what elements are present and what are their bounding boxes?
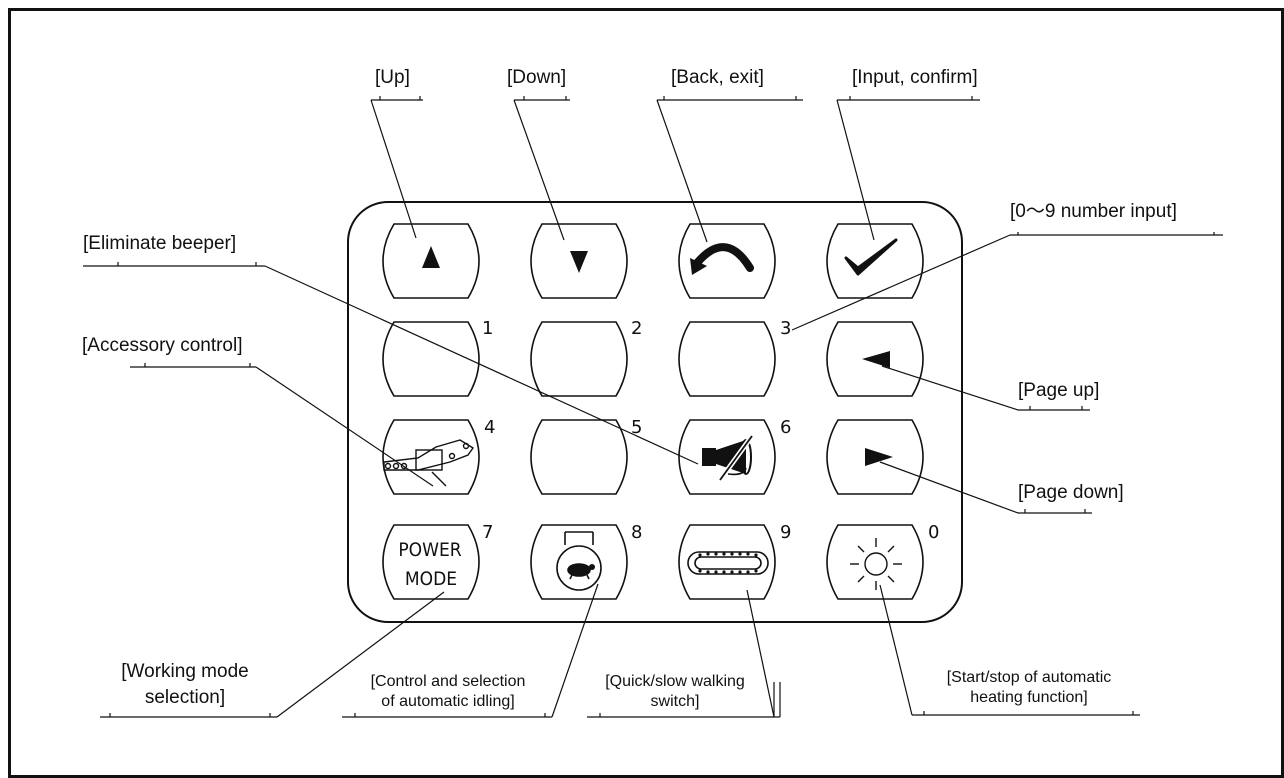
working-mode-label-line1: [Working mode: [121, 661, 249, 682]
auto-idle-label: [Control and selection of automatic idli…: [348, 672, 548, 712]
digit-6: 6: [780, 417, 791, 438]
page-up-leader: [881, 365, 1090, 411]
back-exit-key[interactable]: [678, 223, 776, 299]
auto-idle-label-line2: of automatic idling]: [381, 693, 515, 710]
down-leader: [513, 96, 570, 241]
walking-speed-key[interactable]: [678, 524, 776, 600]
svg-text:POWER: POWER: [398, 539, 461, 561]
crawler-track-icon: [687, 551, 769, 575]
accessory-attachment-icon: [383, 439, 475, 487]
power-mode-key[interactable]: [382, 524, 480, 600]
number-input-leader: [791, 232, 1223, 331]
checkmark-icon: [844, 238, 898, 276]
back-exit-leader: [656, 96, 803, 243]
keypad-panel: [347, 201, 963, 623]
up-label: [Up]: [375, 67, 410, 88]
back-arrow-icon: [690, 243, 754, 275]
accessory-control-label: [Accessory control]: [82, 335, 243, 356]
auto-heating-label-line1: [Start/stop of automatic: [946, 669, 1112, 686]
down-arrow-icon: [570, 251, 588, 273]
key-3[interactable]: [678, 321, 776, 397]
input-confirm-label: [Input, confirm]: [852, 67, 978, 88]
walking-speed-label-line2: switch]: [650, 693, 700, 710]
input-confirm-key[interactable]: [826, 223, 924, 299]
digit-1: 1: [482, 318, 493, 339]
digit-5: 5: [631, 417, 642, 438]
eliminate-beeper-key[interactable]: [678, 419, 776, 495]
crawler-track-links-icon: [698, 552, 758, 574]
up-arrow-icon: [422, 246, 440, 268]
auto-heating-label: [Start/stop of automatic heating functio…: [918, 668, 1140, 708]
digit-7: 7: [482, 522, 493, 543]
page-down-leader: [879, 461, 1092, 514]
auto-idle-key[interactable]: [530, 524, 628, 600]
accessory-control-key[interactable]: [382, 419, 480, 495]
digit-9: 9: [780, 522, 791, 543]
page-up-label: [Page up]: [1018, 380, 1100, 401]
page-down-label: [Page down]: [1018, 482, 1124, 503]
up-leader: [370, 96, 423, 239]
auto-heating-key[interactable]: [826, 524, 924, 600]
left-arrow-icon: [862, 351, 890, 368]
accessory-control-leader: [130, 363, 434, 487]
digit-8: 8: [631, 522, 642, 543]
auto-idle-leader: [342, 583, 599, 718]
svg-text:MODE: MODE: [405, 568, 457, 590]
eliminate-beeper-label: [Eliminate beeper]: [83, 233, 237, 254]
key-5[interactable]: [530, 419, 628, 495]
number-input-label: [0～9 number input]: [1010, 201, 1177, 222]
horn-off-icon: [702, 434, 755, 482]
turtle-icon: [556, 531, 602, 591]
auto-idle-label-line1: [Control and selection: [370, 673, 526, 690]
key-2[interactable]: [530, 321, 628, 397]
up-key[interactable]: [382, 223, 480, 299]
walking-speed-leader: [587, 589, 781, 718]
working-mode-label-line2: selection]: [144, 687, 226, 708]
down-label: [Down]: [507, 67, 567, 88]
auto-heating-leader: [879, 584, 1140, 716]
right-arrow-icon: [865, 448, 893, 466]
key-1[interactable]: [382, 321, 480, 397]
back-exit-label: [Back, exit]: [671, 67, 764, 88]
digit-3: 3: [780, 318, 791, 339]
page-down-key[interactable]: [826, 419, 924, 495]
working-mode-leader: [100, 591, 445, 718]
walking-speed-label-line1: [Quick/slow walking: [605, 673, 745, 690]
sun-heating-icon: [850, 538, 902, 590]
digit-0: 0: [928, 522, 939, 543]
input-confirm-leader: [836, 96, 980, 241]
digit-4: 4: [484, 417, 495, 438]
walking-speed-label: [Quick/slow walking switch]: [582, 672, 768, 712]
down-key[interactable]: [530, 223, 628, 299]
digit-2: 2: [631, 318, 642, 339]
auto-heating-label-line2: heating function]: [970, 689, 1088, 706]
eliminate-beeper-leader: [83, 262, 699, 465]
working-mode-label: [Working mode selection]: [92, 659, 278, 711]
power-mode-text-icon: POWER MODE: [398, 539, 461, 590]
page-up-key[interactable]: [826, 321, 924, 397]
